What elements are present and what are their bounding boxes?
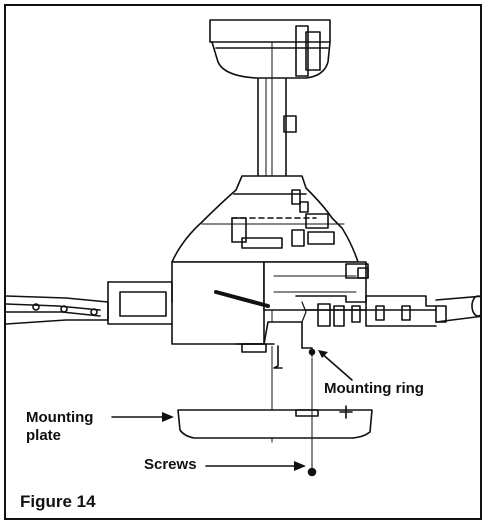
mounting-ring-arrow bbox=[318, 350, 328, 358]
left-blade-arm bbox=[6, 281, 173, 325]
mounting-plate-arrow bbox=[162, 412, 174, 422]
motor-housing bbox=[171, 175, 359, 263]
downrod bbox=[257, 77, 297, 179]
screw-icon bbox=[307, 467, 317, 477]
mounting-plate bbox=[177, 405, 373, 439]
figure-frame: Mounting ring Mounting plate Screws Figu… bbox=[4, 4, 482, 520]
right-blade-arm bbox=[295, 295, 480, 327]
mounting-plate-label-line1: Mounting bbox=[26, 409, 93, 426]
fan-diagram: Mounting ring Mounting plate Screws Figu… bbox=[6, 19, 480, 511]
screws-arrow bbox=[294, 461, 306, 471]
figure-caption: Figure 14 bbox=[20, 492, 96, 511]
mounting-plate-label-line2: plate bbox=[26, 427, 61, 444]
motor-body bbox=[171, 261, 369, 345]
canopy bbox=[209, 19, 331, 79]
switch-housing bbox=[235, 321, 303, 369]
mounting-ring bbox=[301, 347, 316, 357]
screws-label: Screws bbox=[144, 456, 197, 473]
mounting-ring-leader-line bbox=[319, 351, 353, 381]
mounting-ring-label: Mounting ring bbox=[324, 380, 424, 397]
